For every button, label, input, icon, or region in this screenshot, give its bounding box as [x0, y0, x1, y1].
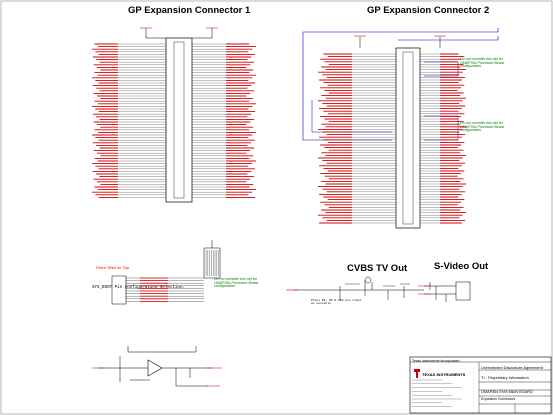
cvbs-out-block: [286, 276, 424, 300]
opamp-symbol: [147, 359, 163, 377]
svideo-title: S-Video Out: [434, 261, 489, 272]
sw4-body: [111, 275, 127, 305]
place-top-note: Place SW4 on Top: [96, 265, 129, 270]
gp2-loop-net: [302, 28, 499, 141]
gp2-slot: [402, 51, 414, 225]
tb-proprietary: TI - Proprietary Information: [481, 375, 529, 380]
gp1-body: [165, 37, 193, 203]
gp1-title: GP Expansion Connector 1: [128, 5, 251, 16]
tb-license: Unrestricted Disclosure Agreement: [481, 365, 543, 370]
gp-connector-1: [92, 27, 256, 203]
sysboot-caption: SYS_BOOT Pin configuration Selection.: [92, 286, 185, 290]
ti-logo-icon: [414, 369, 420, 378]
gp1-slot: [173, 41, 185, 199]
svideo-connector: [455, 281, 471, 301]
gp2-body: [395, 47, 421, 229]
cvbs-note: Place R4, R5 & 100 pin close as possible: [311, 299, 362, 305]
cvbs-jack: [364, 276, 372, 284]
opamp-block: [92, 346, 222, 387]
tb-company: Texas Instruments Incorporated: [412, 359, 460, 363]
gp2-title: GP Expansion Connector 2: [367, 5, 490, 16]
sysboot-note: Do not consider this net for OMAP35x Pro…: [214, 277, 259, 289]
tb-board: OMAP35x EVM MAIN BOARD: [481, 390, 533, 394]
cvbs-title: CVBS TV Out: [347, 263, 408, 274]
gp2-note-b: Do not consider this net for OMAP35x Pro…: [460, 121, 505, 133]
gp-connector-2: [302, 28, 499, 229]
resistor-pack: [203, 247, 221, 279]
sysboot-switch-block: [111, 240, 221, 305]
title-block: [409, 356, 552, 414]
svideo-block: [418, 281, 471, 302]
tb-page: Expansion Connectors: [481, 397, 516, 401]
tb-logo-text: TEXAS INSTRUMENTS: [422, 372, 466, 377]
gp2-note-a: Do not consider this net for OMAP35x Pro…: [460, 57, 505, 69]
